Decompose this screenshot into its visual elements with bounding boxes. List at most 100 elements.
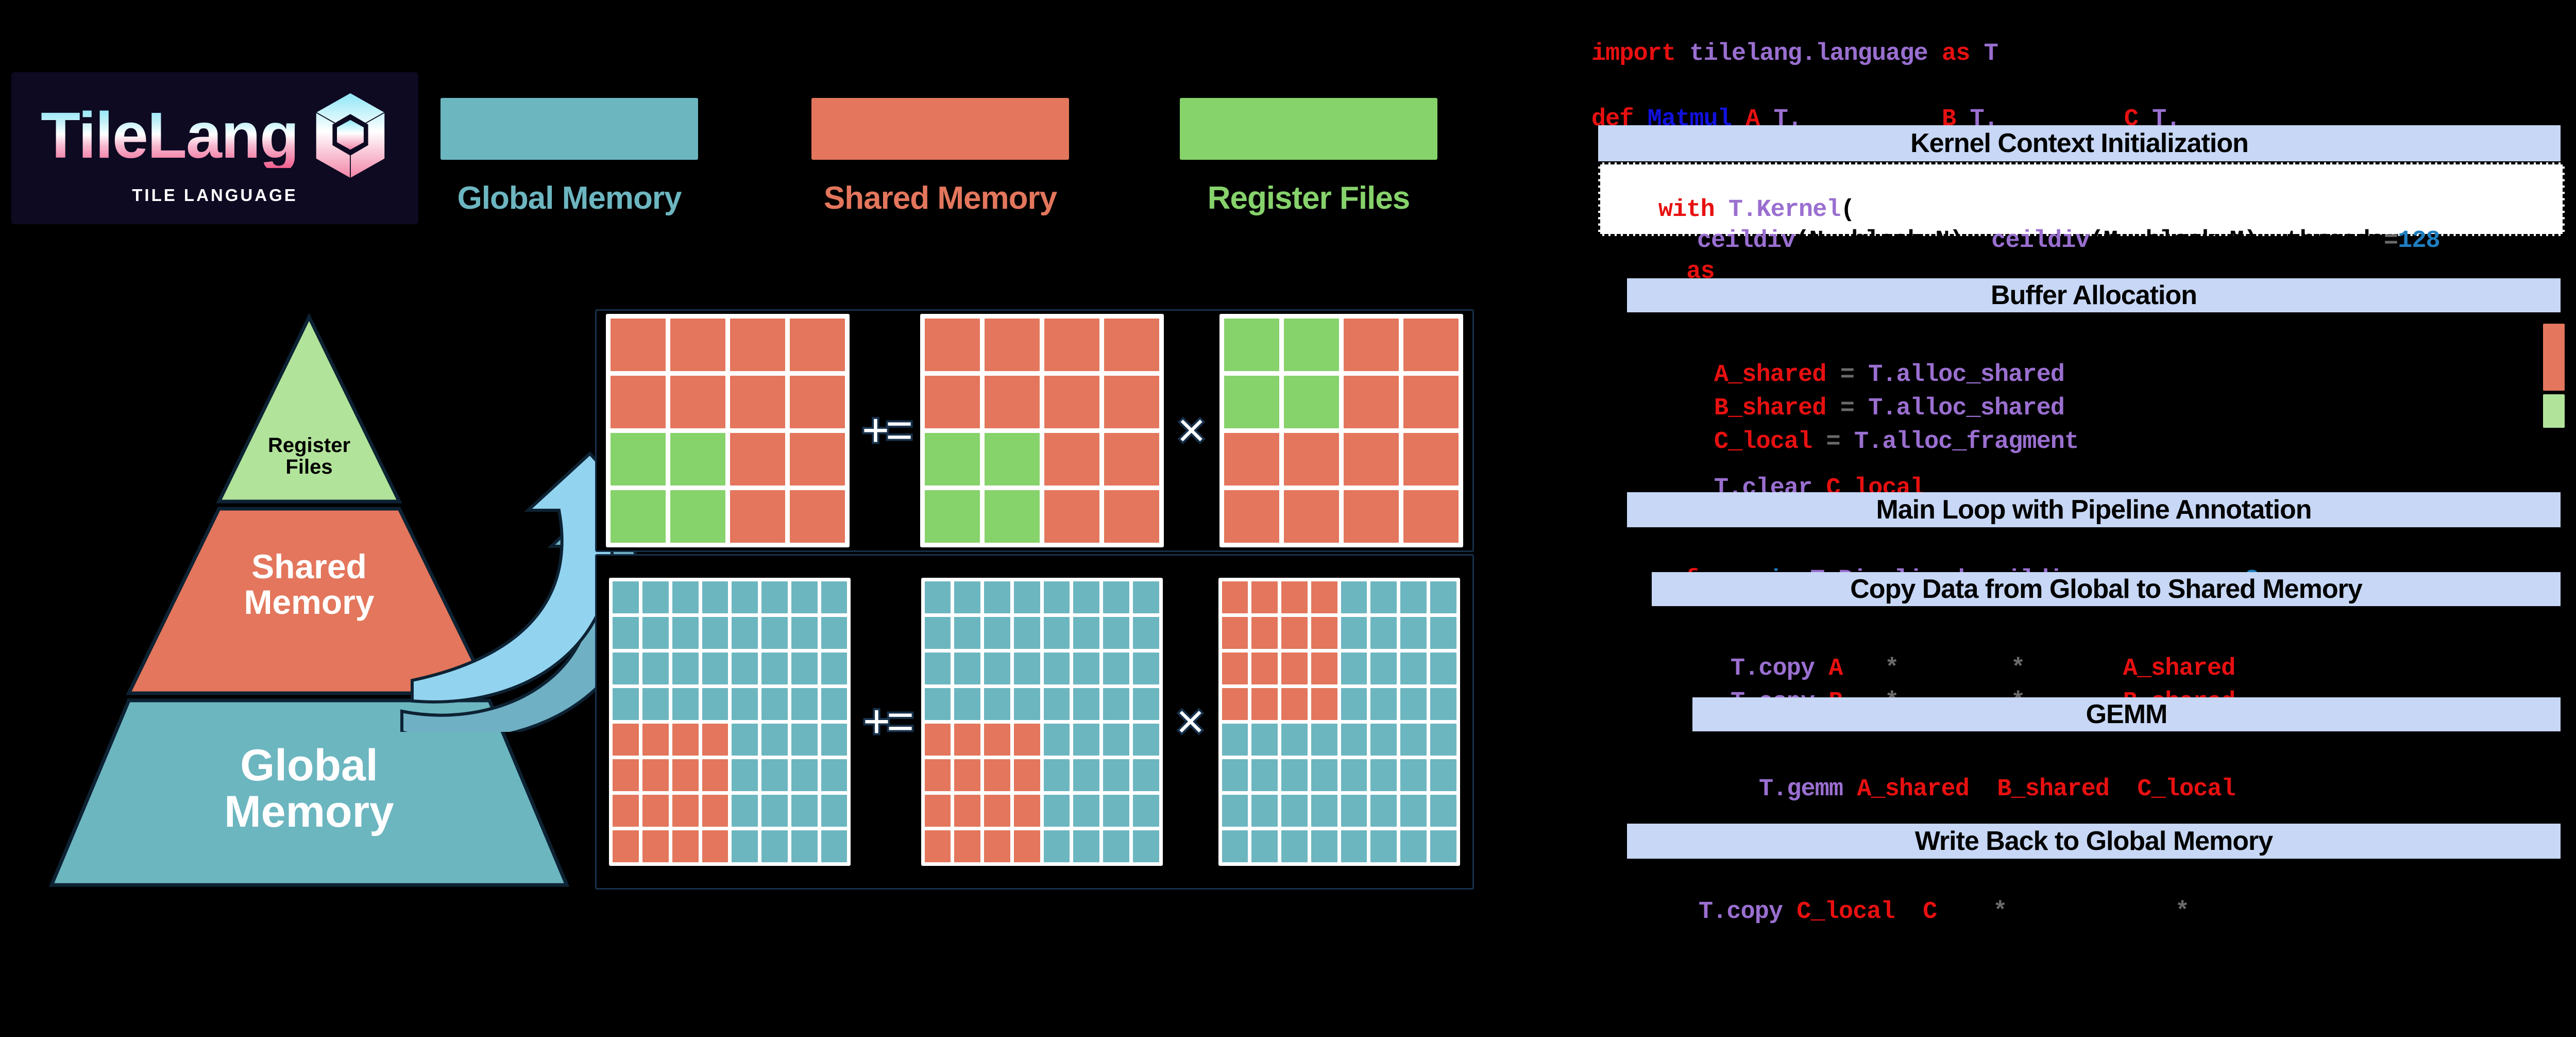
matrix-cell bbox=[761, 759, 788, 791]
matrix-cell bbox=[1222, 830, 1248, 862]
matrix-cell bbox=[1311, 653, 1337, 684]
matrix-cell bbox=[761, 830, 788, 862]
matrix-cell bbox=[1370, 795, 1397, 827]
matrix-cell bbox=[954, 688, 981, 720]
matrix-cell bbox=[1044, 433, 1099, 486]
matrix-cell bbox=[1222, 617, 1248, 649]
matrix-cell bbox=[1370, 688, 1397, 720]
legend-item-shared-memory: Shared Memory bbox=[811, 98, 1069, 214]
matrix-cell bbox=[1043, 653, 1070, 684]
legend-label-shared-memory: Shared Memory bbox=[823, 180, 1057, 216]
section-header-copy-data: Copy Data from Global to Shared Memory bbox=[1652, 572, 2561, 606]
matrix-cell bbox=[984, 688, 1010, 720]
section-header-buffer-allocation: Buffer Allocation bbox=[1627, 278, 2561, 312]
matrix-cell bbox=[702, 795, 728, 827]
register-files-bar bbox=[2543, 394, 2565, 428]
matrix-cell bbox=[1104, 376, 1159, 428]
matrix-cell bbox=[1281, 617, 1308, 649]
matrix-cell bbox=[613, 830, 639, 862]
matrix-cell bbox=[613, 724, 639, 756]
matrix-cell bbox=[702, 617, 728, 649]
matrix-cell bbox=[1343, 319, 1399, 371]
matrix-cell bbox=[1341, 688, 1367, 720]
matrix-cell bbox=[1224, 490, 1279, 543]
matrix-cell bbox=[791, 724, 818, 756]
matrix-cell bbox=[672, 795, 699, 827]
section-header-main-loop: Main Loop with Pipeline Annotation bbox=[1627, 492, 2561, 527]
matrix-cell bbox=[821, 795, 848, 827]
matrix-cell bbox=[1013, 617, 1040, 649]
matrix-cell bbox=[1311, 581, 1337, 613]
matrix-cell bbox=[1073, 830, 1100, 862]
matrix-cell bbox=[1400, 581, 1427, 613]
matrix-cell bbox=[1104, 433, 1159, 486]
matrix-cell bbox=[1370, 617, 1397, 649]
matrix-cell bbox=[1104, 319, 1159, 371]
matrix-cell bbox=[924, 319, 980, 371]
matrix-cell bbox=[670, 433, 726, 486]
matrix-cell bbox=[954, 795, 981, 827]
matrix-panel-global-level: +=× bbox=[595, 554, 1474, 890]
matrix-cell bbox=[1311, 617, 1337, 649]
matrix-cell bbox=[924, 490, 980, 543]
matrix-cell bbox=[611, 376, 666, 428]
matrix-cell bbox=[672, 724, 699, 756]
matrix-cell bbox=[642, 688, 669, 720]
matrix-cell bbox=[642, 653, 669, 684]
matrix-cell bbox=[1281, 759, 1308, 791]
code-line-copy-c-back: T.copy C_local C * * bbox=[1698, 898, 2190, 926]
matrix-cell bbox=[702, 581, 728, 613]
pyramid-tier-register-files bbox=[216, 313, 402, 504]
matrix-cell bbox=[984, 830, 1010, 862]
matrix-cell bbox=[924, 759, 951, 791]
matrix-cell bbox=[1311, 724, 1337, 756]
matrix-cell bbox=[761, 581, 788, 613]
code-line-copy-a: T.copy A * * A_shared bbox=[1730, 655, 2235, 682]
matrix-cell bbox=[672, 830, 699, 862]
matrix-cell bbox=[1044, 376, 1099, 428]
matrix-cell bbox=[924, 653, 951, 684]
matrix-cell bbox=[924, 795, 951, 827]
code-line-t-gemm: T.gemm A_shared B_shared C_local bbox=[1758, 776, 2236, 803]
matrix-cell bbox=[954, 581, 981, 613]
matrix-cell bbox=[642, 581, 669, 613]
legend-label-register-files: Register Files bbox=[1207, 180, 1411, 216]
matrix-cell bbox=[1222, 795, 1248, 827]
matrix-cell bbox=[1043, 581, 1070, 613]
matrix-cell bbox=[924, 617, 951, 649]
matrix-cell bbox=[1043, 759, 1070, 791]
code-listing: import tilelang.language as T def Matmul… bbox=[1525, 0, 2576, 1037]
matrix-cell bbox=[1013, 653, 1040, 684]
matrix-cell bbox=[672, 581, 699, 613]
matrix-cell bbox=[613, 688, 639, 720]
logo-subtitle: TILE LANGUAGE bbox=[132, 185, 298, 205]
matrix-cell bbox=[1073, 688, 1100, 720]
matrix-cell bbox=[613, 759, 639, 791]
matrix-cell bbox=[1343, 433, 1399, 486]
matrix-cell bbox=[1132, 759, 1159, 791]
matrix-cell bbox=[1013, 830, 1040, 862]
matrix-cell bbox=[791, 653, 818, 684]
matrix-cell bbox=[1343, 490, 1399, 543]
matrix-cell bbox=[611, 319, 666, 371]
matrix-cell bbox=[642, 830, 669, 862]
matrix-cell bbox=[672, 653, 699, 684]
matrix-cell bbox=[613, 581, 639, 613]
matrix-cell bbox=[1251, 759, 1278, 791]
matrix-cell bbox=[1341, 724, 1367, 756]
matrix-cell bbox=[790, 490, 845, 543]
A-global-tile bbox=[921, 578, 1163, 866]
matrix-cell bbox=[732, 830, 758, 862]
matrix-cell bbox=[732, 724, 758, 756]
matrix-cell bbox=[1132, 617, 1159, 649]
matrix-cell bbox=[954, 830, 981, 862]
matrix-cell bbox=[670, 490, 726, 543]
code-line-ceildiv-threads: ceildiv(N, block_N), ceildiv(M, block_M)… bbox=[1697, 227, 2441, 255]
matrix-cell bbox=[791, 759, 818, 791]
matrix-cell bbox=[732, 795, 758, 827]
code-line-import: import tilelang.language as T bbox=[1591, 40, 1998, 68]
matrix-cell bbox=[732, 759, 758, 791]
matrix-cell bbox=[672, 617, 699, 649]
matrix-cell bbox=[954, 617, 981, 649]
matrix-cell bbox=[1224, 319, 1279, 371]
